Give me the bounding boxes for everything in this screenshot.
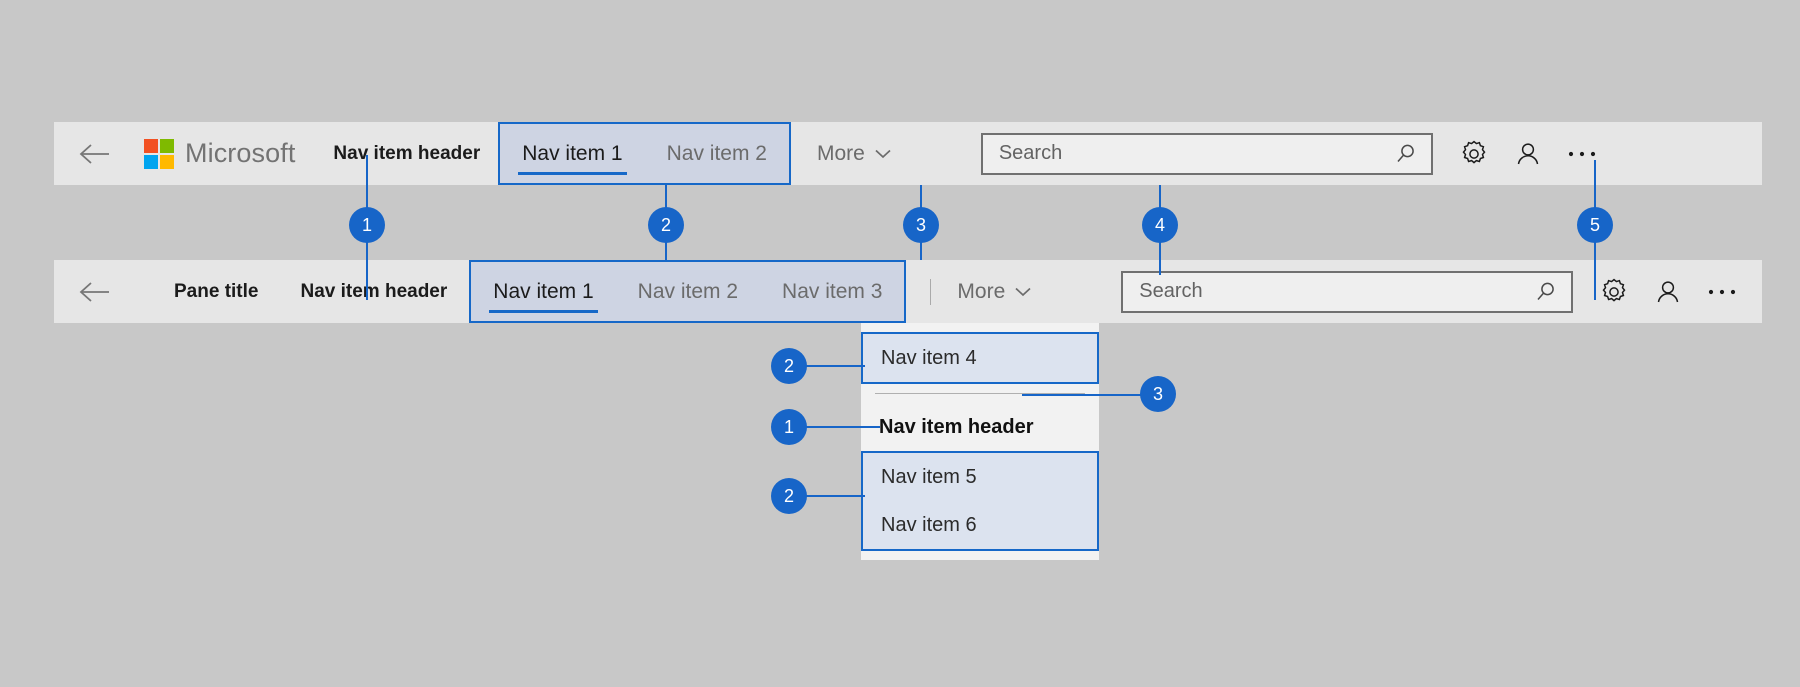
flyout-nav-item-4-label: Nav item 4 (881, 346, 977, 369)
flyout-group-two: Nav item 5 Nav item 6 (861, 451, 1099, 551)
gear-icon (1462, 140, 1486, 164)
top-command-bar: Microsoft Nav item header Nav item 1 Nav… (54, 122, 1762, 185)
chevron-down-icon (875, 149, 891, 158)
bottom-nav-item-2[interactable]: Nav item 2 (616, 262, 760, 321)
search-icon[interactable] (1395, 143, 1417, 165)
top-more-label: More (816, 141, 865, 165)
search-icon[interactable] (1535, 281, 1557, 303)
callout-3-top: 3 (903, 207, 939, 243)
top-search-input[interactable]: Search (980, 132, 1433, 175)
flyout-nav-item-header: Nav item header (879, 415, 1034, 438)
top-nav-item-group: Nav item 1 Nav item 2 (498, 122, 791, 185)
microsoft-logo-icon (144, 138, 174, 169)
back-arrow-icon[interactable] (66, 122, 122, 185)
bottom-nav-item-3[interactable]: Nav item 3 (760, 262, 904, 321)
flyout-top-padding (861, 323, 1099, 332)
callout-2-flyout-a-leader (790, 365, 865, 367)
callout-2-flyout-a-number: 2 (783, 355, 794, 376)
flyout-nav-item-4[interactable]: Nav item 4 (863, 334, 1097, 382)
callout-2-flyout-b-leader (790, 495, 865, 497)
callout-1-flyout-number: 1 (783, 416, 794, 437)
bottom-actions-group (1587, 260, 1749, 323)
pane-title: Pane title (174, 280, 259, 302)
flyout-separator (875, 393, 1085, 394)
callout-2-flyout-b-number: 2 (783, 485, 794, 506)
top-more-button[interactable]: More (817, 142, 891, 166)
flyout-separator-wrap (861, 384, 1099, 403)
bottom-nav-item-1[interactable]: Nav item 1 (471, 262, 615, 321)
top-nav-item-header[interactable]: Nav item header (333, 142, 481, 164)
top-nav-item-2[interactable]: Nav item 2 (645, 124, 789, 183)
chevron-down-icon (1015, 287, 1031, 296)
bottom-nav-item-1-label: Nav item 1 (493, 279, 594, 303)
callout-1-flyout: 1 (771, 409, 807, 445)
callout-2-flyout-a: 2 (771, 348, 807, 384)
flyout-group-one: Nav item 4 (861, 332, 1099, 384)
callout-4-top-number: 4 (1154, 214, 1165, 235)
settings-button[interactable] (1447, 122, 1501, 185)
bottom-search-input[interactable]: Search (1121, 270, 1574, 313)
callout-5-top-number: 5 (1589, 214, 1600, 235)
ellipsis-icon (1709, 289, 1736, 294)
top-nav-item-1-label: Nav item 1 (522, 141, 623, 165)
callout-1-flyout-leader (790, 426, 880, 428)
account-button[interactable] (1501, 122, 1555, 185)
account-button[interactable] (1641, 260, 1695, 323)
callout-1-top-number: 1 (361, 214, 372, 235)
bottom-more-button[interactable]: More (957, 280, 1031, 304)
microsoft-logo[interactable]: Microsoft (144, 138, 295, 169)
top-actions-group (1447, 122, 1609, 185)
bottom-nav-item-3-label: Nav item 3 (782, 279, 883, 303)
callout-3-flyout: 3 (1140, 376, 1176, 412)
settings-button[interactable] (1587, 260, 1641, 323)
callout-5-top: 5 (1577, 207, 1613, 243)
callout-3-flyout-number: 3 (1152, 383, 1163, 404)
bottom-nav-item-group: Nav item 1 Nav item 2 Nav item 3 (469, 260, 907, 323)
callout-4-top: 4 (1142, 207, 1178, 243)
bottom-search-placeholder: Search (1139, 280, 1203, 302)
bottom-bar-divider (930, 278, 932, 305)
top-nav-item-1[interactable]: Nav item 1 (500, 124, 644, 183)
microsoft-wordmark: Microsoft (185, 138, 296, 168)
callout-2-top: 2 (648, 207, 684, 243)
bottom-nav-item-header[interactable]: Nav item header (300, 280, 448, 302)
person-icon (1517, 142, 1539, 164)
callout-2-flyout-b: 2 (771, 478, 807, 514)
overflow-button[interactable] (1555, 122, 1609, 185)
flyout-nav-item-6-label: Nav item 6 (881, 513, 977, 536)
person-icon (1658, 280, 1679, 302)
top-search-placeholder: Search (998, 142, 1063, 164)
bottom-nav-item-2-label: Nav item 2 (637, 279, 739, 303)
callout-3-top-number: 3 (915, 214, 926, 235)
callout-3-flyout-leader (1022, 394, 1157, 396)
overflow-button[interactable] (1695, 260, 1749, 323)
flyout-nav-item-6[interactable]: Nav item 6 (863, 501, 1097, 549)
ellipsis-icon (1568, 151, 1595, 156)
callout-2-top-number: 2 (660, 214, 671, 235)
bottom-more-label: More (957, 279, 1006, 303)
back-arrow-icon[interactable] (66, 260, 122, 323)
gear-icon (1602, 278, 1626, 302)
bottom-command-bar: Pane title Nav item header Nav item 1 Na… (54, 260, 1762, 323)
flyout-nav-item-5[interactable]: Nav item 5 (863, 453, 1097, 501)
flyout-bottom-padding (861, 551, 1099, 560)
more-flyout-menu: Nav item 4 Nav item header Nav item 5 Na… (861, 323, 1099, 560)
callout-1-top: 1 (349, 207, 385, 243)
flyout-nav-item-5-label: Nav item 5 (881, 465, 977, 488)
top-nav-item-2-label: Nav item 2 (666, 141, 767, 165)
